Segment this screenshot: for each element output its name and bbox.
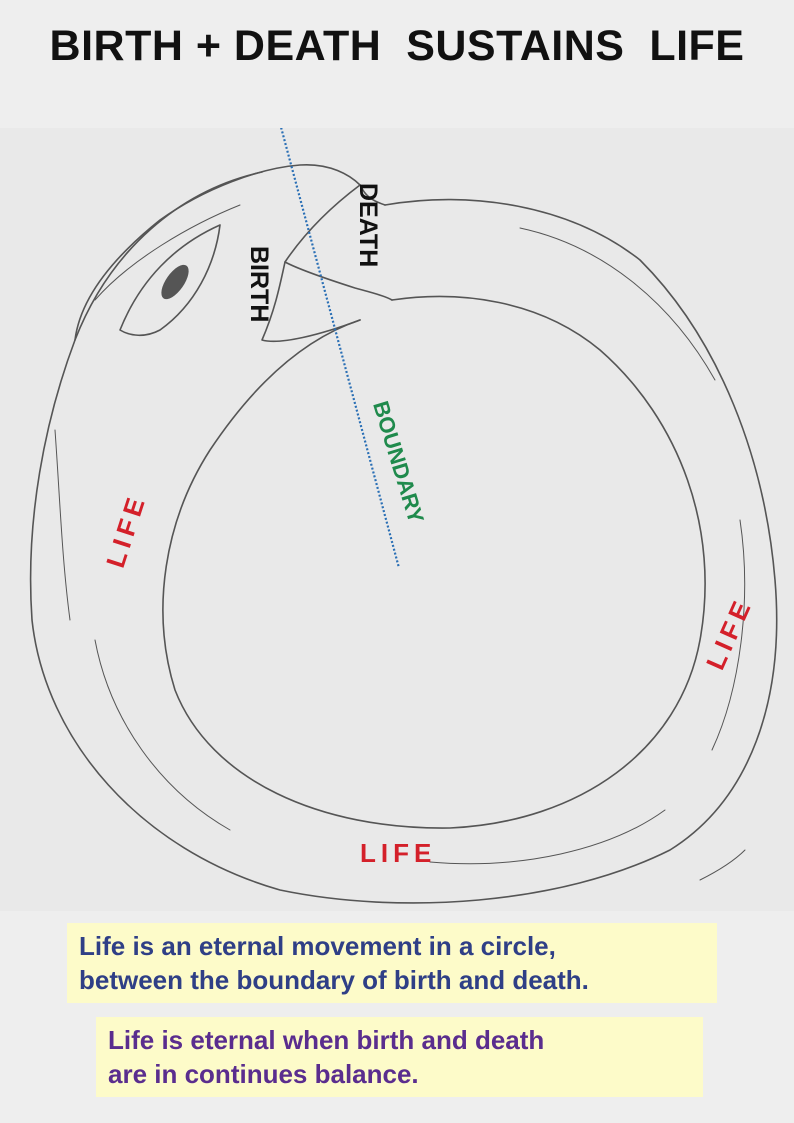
snake-outer-contour <box>29 171 778 904</box>
snake-eye-pupil <box>161 264 189 300</box>
ouroboros-sketch <box>0 128 794 911</box>
caption-balance: Life is eternal when birth and death are… <box>96 1017 703 1097</box>
snake-eye-outline <box>119 224 221 337</box>
snake-head <box>74 164 393 341</box>
boundary-line <box>280 128 401 569</box>
caption-eternal-movement: Life is an eternal movement in a circle,… <box>67 923 717 1003</box>
snake-drawing <box>29 128 778 904</box>
snake-inner-contour <box>162 295 706 829</box>
birth-label: BIRTH <box>245 246 273 323</box>
life-label-bottom: LIFE <box>360 838 437 868</box>
death-label: DEATH <box>354 183 382 268</box>
page-title: BIRTH + DEATH SUSTAINS LIFE <box>49 22 745 70</box>
snake-tail <box>359 184 386 206</box>
snake-jaw <box>261 261 361 343</box>
